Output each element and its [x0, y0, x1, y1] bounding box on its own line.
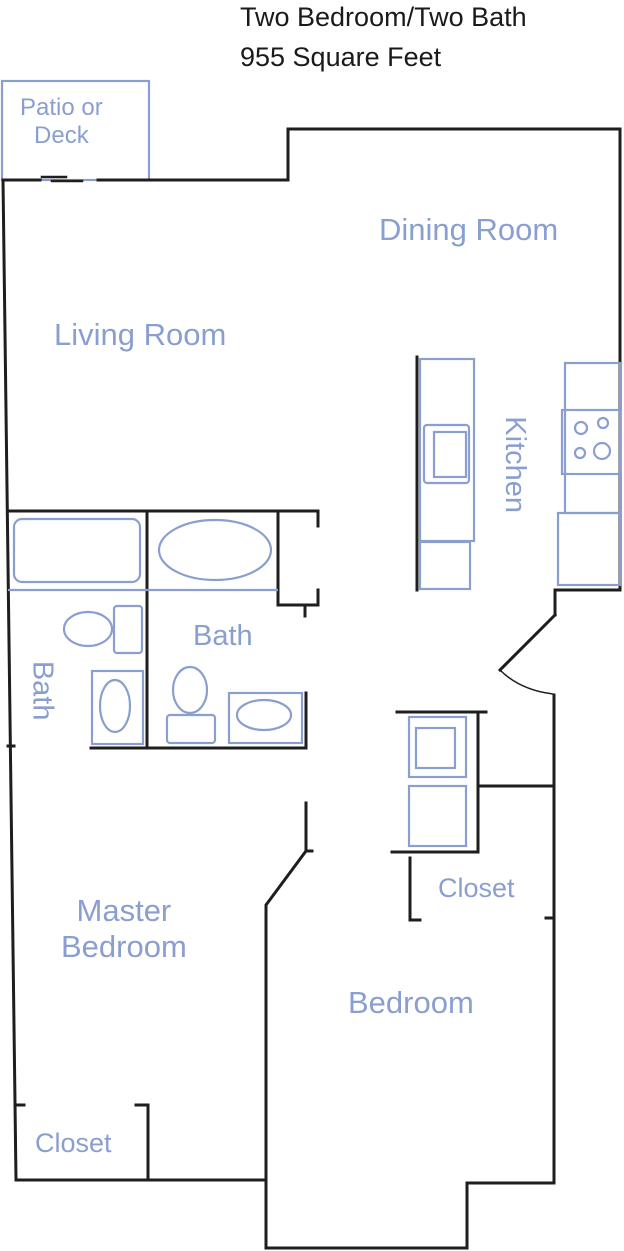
sink-basin: [98, 678, 132, 734]
vanity: [90, 669, 145, 746]
room-label-kitchen: Kitchen: [499, 416, 532, 514]
toilet-tank: [112, 604, 144, 655]
room-label-bedroom-closet: Closet: [438, 873, 515, 903]
dryer-door: [414, 726, 457, 770]
vanity: [227, 691, 304, 745]
toilet-tank: [165, 713, 217, 745]
burner-icon: [573, 420, 589, 436]
room-label-master-bedroom: Master Bedroom: [61, 893, 187, 964]
washer: [407, 784, 468, 848]
master-bedroom-label-line2: Bedroom: [61, 928, 187, 964]
kitchen-sink-basin: [432, 430, 468, 479]
room-label-bath-master: Bath: [26, 660, 59, 721]
sink-basin: [235, 698, 293, 732]
kitchen-sink: [422, 423, 471, 485]
square-footage-title: 955 Square Feet: [240, 42, 442, 72]
room-label-master-closet: Closet: [35, 1128, 112, 1158]
room-label-living-room: Living Room: [54, 317, 227, 352]
refrigerator: [556, 511, 622, 587]
dishwasher: [418, 540, 472, 591]
kitchen-counter-wall: [563, 361, 622, 515]
room-label-dining-room: Dining Room: [379, 212, 559, 247]
room-label-bedroom: Bedroom: [348, 985, 474, 1020]
burner-icon: [573, 446, 587, 460]
room-label-bath-hall: Bath: [193, 620, 253, 652]
master-bedroom-label-line1: Master: [76, 893, 172, 928]
toilet-bowl: [171, 665, 209, 715]
burner-icon: [596, 416, 610, 430]
burner-icon: [592, 441, 612, 461]
interior-walls: [6, 355, 556, 1182]
dryer: [407, 715, 468, 779]
exterior-walls: [1, 127, 622, 1250]
bath-fixtures: [8, 517, 304, 746]
unit-type-title: Two Bedroom/Two Bath: [240, 2, 527, 32]
toilet-bowl: [62, 610, 114, 648]
patio-label-line1: Patio or: [20, 94, 103, 121]
room-label-patio: Patio or Deck: [20, 94, 103, 149]
laundry-fixtures: [407, 715, 468, 848]
kitchen-fixtures: [418, 357, 622, 591]
stove: [560, 408, 622, 476]
bathtub: [12, 517, 142, 584]
garden-tub: [157, 518, 273, 582]
patio-label-line2: Deck: [34, 121, 89, 149]
